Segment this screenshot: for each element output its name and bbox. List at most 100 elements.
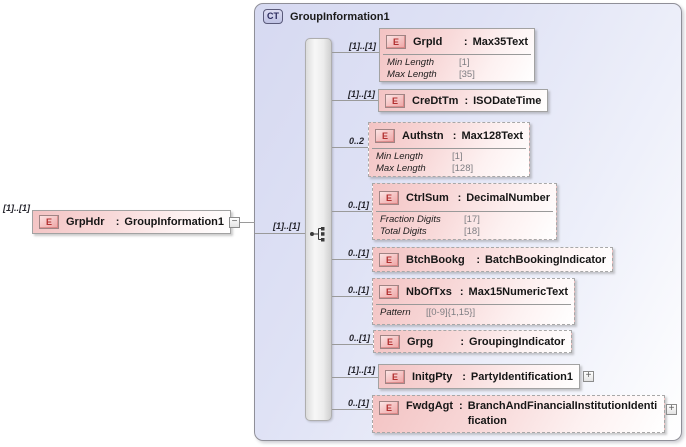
collapse-toggle[interactable]: − <box>229 217 240 228</box>
type-colon: : <box>460 335 465 348</box>
element-header: E CreDtTm : ISODateTime <box>379 90 547 111</box>
cardinality-label: 0..[1] <box>347 200 369 210</box>
facet-list: Min Length [1] Max Length [128] <box>372 148 526 174</box>
cardinality-label: 0..[1] <box>347 398 369 408</box>
element-icon: E <box>375 128 395 143</box>
complex-type-title: GroupInformation1 <box>290 10 390 23</box>
element-icon: E <box>385 369 405 384</box>
sequence-icon <box>310 227 325 242</box>
connector-line <box>332 409 372 410</box>
element-type: PartyIdentification1 <box>470 370 573 383</box>
facet-list: Fraction Digits [17] Total Digits [18] <box>376 211 553 237</box>
facet-row: Total Digits [18] <box>380 226 549 238</box>
type-colon: : <box>463 35 468 48</box>
connector-line <box>332 147 368 148</box>
element-grpid[interactable]: E GrpId : Max35Text Min Length [1] Max L… <box>379 28 535 82</box>
facet-row: Min Length [1] <box>387 57 527 69</box>
element-name: Grpg <box>407 335 434 348</box>
element-icon: E <box>379 190 399 205</box>
element-type: GroupingIndicator <box>469 335 565 348</box>
complex-type-header: CT GroupInformation1 <box>263 9 390 24</box>
facet-label: Fraction Digits <box>380 214 441 225</box>
facet-value: [1] <box>459 57 470 68</box>
expand-toggle[interactable]: + <box>583 371 594 382</box>
element-icon: E <box>379 284 399 299</box>
facet-label: Pattern <box>380 307 411 318</box>
type-colon: : <box>459 285 464 298</box>
element-icon: E <box>386 34 406 49</box>
element-type: GroupInformation1 <box>124 216 224 228</box>
connector-line <box>332 296 372 297</box>
connector-line <box>332 377 378 378</box>
element-icon: E <box>379 252 399 267</box>
element-name: CreDtTm <box>412 94 459 107</box>
element-header: E GrpId : Max35Text <box>380 29 534 54</box>
type-colon: : <box>459 400 463 412</box>
cardinality-label: 0..[1] <box>347 285 369 295</box>
type-colon: : <box>115 216 120 228</box>
element-type: ISODateTime <box>473 94 542 107</box>
connector-line <box>332 100 378 101</box>
element-header: E Authstn : Max128Text <box>369 123 529 148</box>
cardinality-label: [1]..[1] <box>348 89 375 99</box>
element-authstn[interactable]: E Authstn : Max128Text Min Length [1] Ma… <box>368 122 530 177</box>
element-header: E InitgPty : PartyIdentification1 <box>379 365 579 388</box>
facet-label: Max Length <box>376 162 426 174</box>
facet-value: [17] <box>464 214 480 225</box>
element-header: E Grpg : GroupingIndicator <box>374 331 571 352</box>
cardinality-label: 0..2 <box>348 136 364 146</box>
element-icon: E <box>385 93 405 108</box>
element-type: BatchBookingIndicator <box>484 253 606 266</box>
cardinality-label: 0..[1] <box>347 248 369 258</box>
element-credttm[interactable]: E CreDtTm : ISODateTime <box>378 89 548 112</box>
element-fwdgagt[interactable]: E FwdgAgt : BranchAndFinancialInstitutio… <box>372 395 665 433</box>
type-colon: : <box>457 191 462 204</box>
element-grpg[interactable]: E Grpg : GroupingIndicator <box>373 330 572 353</box>
element-initgpty[interactable]: E InitgPty : PartyIdentification1 <box>378 364 580 389</box>
facet-label: Min Length <box>387 57 435 68</box>
cardinality-label: [1]..[1] <box>348 365 375 375</box>
element-ctrlsum[interactable]: E CtrlSum : DecimalNumber Fraction Digit… <box>372 183 557 240</box>
element-header: E GrpHdr : GroupInformation1 <box>33 211 230 233</box>
element-name: GrpHdr <box>66 216 105 228</box>
element-icon: E <box>39 215 59 229</box>
facet-label: Max Length <box>387 68 437 80</box>
cardinality-label: [1]..[1] <box>3 203 30 213</box>
element-grphdr[interactable]: E GrpHdr : GroupInformation1 <box>32 210 231 234</box>
element-header: E FwdgAgt : BranchAndFinancialInstitutio… <box>373 396 664 429</box>
facet-label: Min Length <box>376 151 424 162</box>
element-name: CtrlSum <box>406 191 449 204</box>
cardinality-label: [1]..[1] <box>349 41 376 51</box>
element-btchbookg[interactable]: E BtchBookg : BatchBookingIndicator <box>372 247 613 272</box>
facet-row: Fraction Digits [17] <box>380 214 549 226</box>
element-type: DecimalNumber <box>466 191 550 204</box>
facet-value: [18] <box>464 225 480 237</box>
element-type: Max15NumericText <box>468 285 568 298</box>
element-icon: E <box>380 334 400 349</box>
facet-row: Max Length [35] <box>387 69 527 81</box>
facet-list: Pattern [[0-9]{1,15}] <box>376 304 571 319</box>
element-header: E NbOfTxs : Max15NumericText <box>373 279 574 304</box>
facet-value: [1] <box>452 151 463 162</box>
type-colon: : <box>476 253 480 266</box>
connector-line <box>332 52 379 53</box>
facet-row: Max Length [128] <box>376 163 522 175</box>
facet-label: Total Digits <box>380 225 427 237</box>
element-type: Max35Text <box>472 35 528 48</box>
element-name: GrpId <box>413 35 443 48</box>
facet-value: [128] <box>452 162 474 174</box>
facet-value: [35] <box>459 68 475 80</box>
connector-line <box>240 222 255 223</box>
element-name: NbOfTxs <box>406 285 452 298</box>
connector-line <box>332 259 372 260</box>
cardinality-label: [1]..[1] <box>273 221 300 231</box>
expand-toggle[interactable]: + <box>666 404 677 415</box>
element-nboftxs[interactable]: E NbOfTxs : Max15NumericText Pattern [[0… <box>372 278 575 325</box>
sequence-indicator[interactable] <box>305 38 332 421</box>
element-type: BranchAndFinancialInstitutionIdentificat… <box>467 400 658 427</box>
element-header: E CtrlSum : DecimalNumber <box>373 184 556 211</box>
element-name: Authstn <box>402 129 444 142</box>
facet-value: [[0-9]{1,15}] <box>426 307 476 318</box>
connector-line <box>332 344 373 345</box>
